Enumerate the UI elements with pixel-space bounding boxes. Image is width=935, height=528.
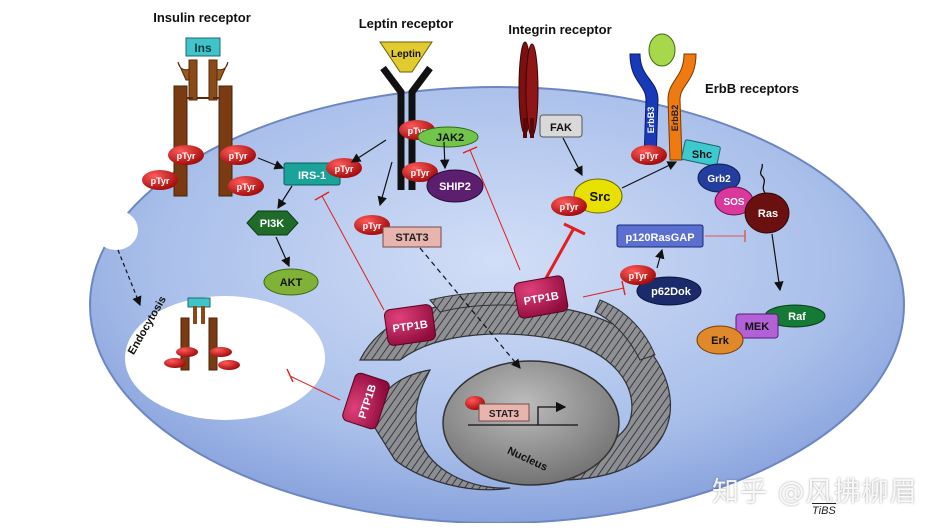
jak2-ellipse	[417, 126, 479, 148]
nuclear-stat3-box	[478, 403, 530, 422]
endoplasmic-reticulum	[359, 291, 671, 491]
erbb-receptors-title: ErbB receptors	[705, 81, 799, 96]
ins-ligand-label: Ins	[194, 41, 212, 55]
leptin-ligand	[379, 41, 433, 73]
transcription-arrow	[537, 401, 567, 425]
svg-text:pTyr: pTyr	[629, 271, 648, 281]
fak-label: FAK	[550, 122, 572, 134]
arrow-ship2	[439, 141, 450, 170]
endocytosis-notch	[94, 210, 138, 250]
internalized-insulin-receptor	[164, 297, 240, 371]
pi3k-label: PI3K	[260, 218, 285, 230]
svg-text:pTyr: pTyr	[335, 164, 354, 174]
p120rasgap-label: p120RasGAP	[625, 232, 694, 244]
watermark: 知乎 @风拂柳眉	[712, 477, 918, 508]
ptyr-badge: pTyr	[142, 170, 178, 190]
ptp1b-inhibition-lines	[286, 146, 626, 401]
raf-label: Raf	[788, 311, 806, 323]
leptin-receptor	[380, 65, 433, 190]
arrow-irs1-pi3k	[277, 185, 293, 210]
svg-text:PTP1B: PTP1B	[392, 319, 429, 336]
ptp1b-molecule: PTP1B	[513, 275, 569, 319]
nuclear-stat3-label: STAT3	[489, 409, 520, 420]
erbb3-label: ErbB3	[646, 107, 656, 134]
arrow-insr-irs1	[257, 157, 285, 170]
arrow-stat3-nucleus	[419, 247, 521, 369]
svg-text:pTyr: pTyr	[151, 176, 170, 186]
erk-label: Erk	[711, 335, 730, 347]
arrow-leptinr-irs1	[350, 139, 387, 163]
svg-text:pTyr: pTyr	[363, 221, 382, 231]
svg-text:pTyr: pTyr	[408, 126, 427, 136]
pi3k-hexagon	[246, 210, 299, 236]
leptin-receptor-title: Leptin receptor	[359, 16, 454, 31]
ptyr-badge: pTyr	[326, 158, 362, 178]
grb2-label: Grb2	[707, 174, 731, 185]
ras-label: Ras	[758, 208, 778, 220]
erbb2-label: ErbB2	[670, 105, 680, 132]
svg-text:pTyr: pTyr	[411, 168, 430, 178]
arrow-p62dok-rasgap	[655, 248, 665, 269]
endocytosis-arrow	[117, 249, 142, 307]
endosome	[125, 296, 325, 420]
ptp1b-molecule: PTP1B	[342, 372, 390, 430]
ship2-ellipse	[426, 169, 484, 203]
p62dok-label: p62Dok	[651, 286, 692, 298]
mek-box	[735, 313, 779, 339]
ptyr-badge: pTyr	[354, 215, 390, 235]
ptp1b-molecule: PTP1B	[384, 304, 436, 346]
svg-text:pTyr: pTyr	[640, 151, 659, 161]
integrin-receptor-title: Integrin receptor	[508, 22, 611, 37]
svg-text:pTyr: pTyr	[229, 151, 248, 161]
svg-text:pTyr: pTyr	[560, 202, 579, 212]
journal-logo: TiBS	[812, 503, 836, 517]
ras-lipid-anchor	[759, 163, 766, 194]
jak2-label: JAK2	[436, 132, 464, 144]
irs1-label: IRS-1	[298, 170, 326, 182]
mek-label: MEK	[745, 321, 770, 333]
shc-box	[681, 139, 721, 167]
ptyr-badge: pTyr	[551, 196, 587, 216]
p120rasgap-box	[616, 224, 704, 248]
arrow-pi3k-akt	[275, 236, 290, 268]
akt-ellipse	[263, 268, 319, 296]
ptyr-badge: pTyr	[620, 265, 656, 285]
fak-box	[539, 114, 583, 138]
sos-label: SOS	[723, 197, 744, 208]
ship2-label: SHIP2	[439, 181, 471, 193]
p62dok-ellipse	[636, 276, 702, 306]
ptyr-badge: pTyr	[220, 145, 256, 165]
insulin-receptor: Ins	[173, 37, 233, 197]
arrow-src-shc	[621, 161, 678, 189]
arrow-ras-raf	[771, 233, 784, 292]
stat3-box	[382, 226, 442, 248]
erk-ellipse	[696, 325, 744, 355]
ptyr-badge: pTyr	[228, 176, 264, 196]
leptin-ligand-label: Leptin	[391, 49, 421, 60]
svg-text:pTyr: pTyr	[237, 182, 256, 192]
shc-label: Shc	[692, 149, 712, 161]
stat3-label: STAT3	[395, 232, 428, 244]
akt-label: AKT	[280, 277, 303, 289]
arrow-fak-src	[562, 137, 583, 177]
svg-text:pTyr: pTyr	[177, 151, 196, 161]
integrin-receptor	[518, 41, 539, 138]
src-label: Src	[590, 189, 611, 204]
arrow-leptinr-stat3	[377, 161, 393, 207]
ptyr-badge: pTyr	[168, 145, 204, 165]
insulin-receptor-title: Insulin receptor	[153, 10, 251, 25]
nucleus	[442, 360, 620, 486]
ptyr-badge: pTyr	[631, 145, 667, 165]
ptyr-badge: pTyr	[402, 162, 438, 182]
ras-ellipse	[744, 192, 790, 234]
